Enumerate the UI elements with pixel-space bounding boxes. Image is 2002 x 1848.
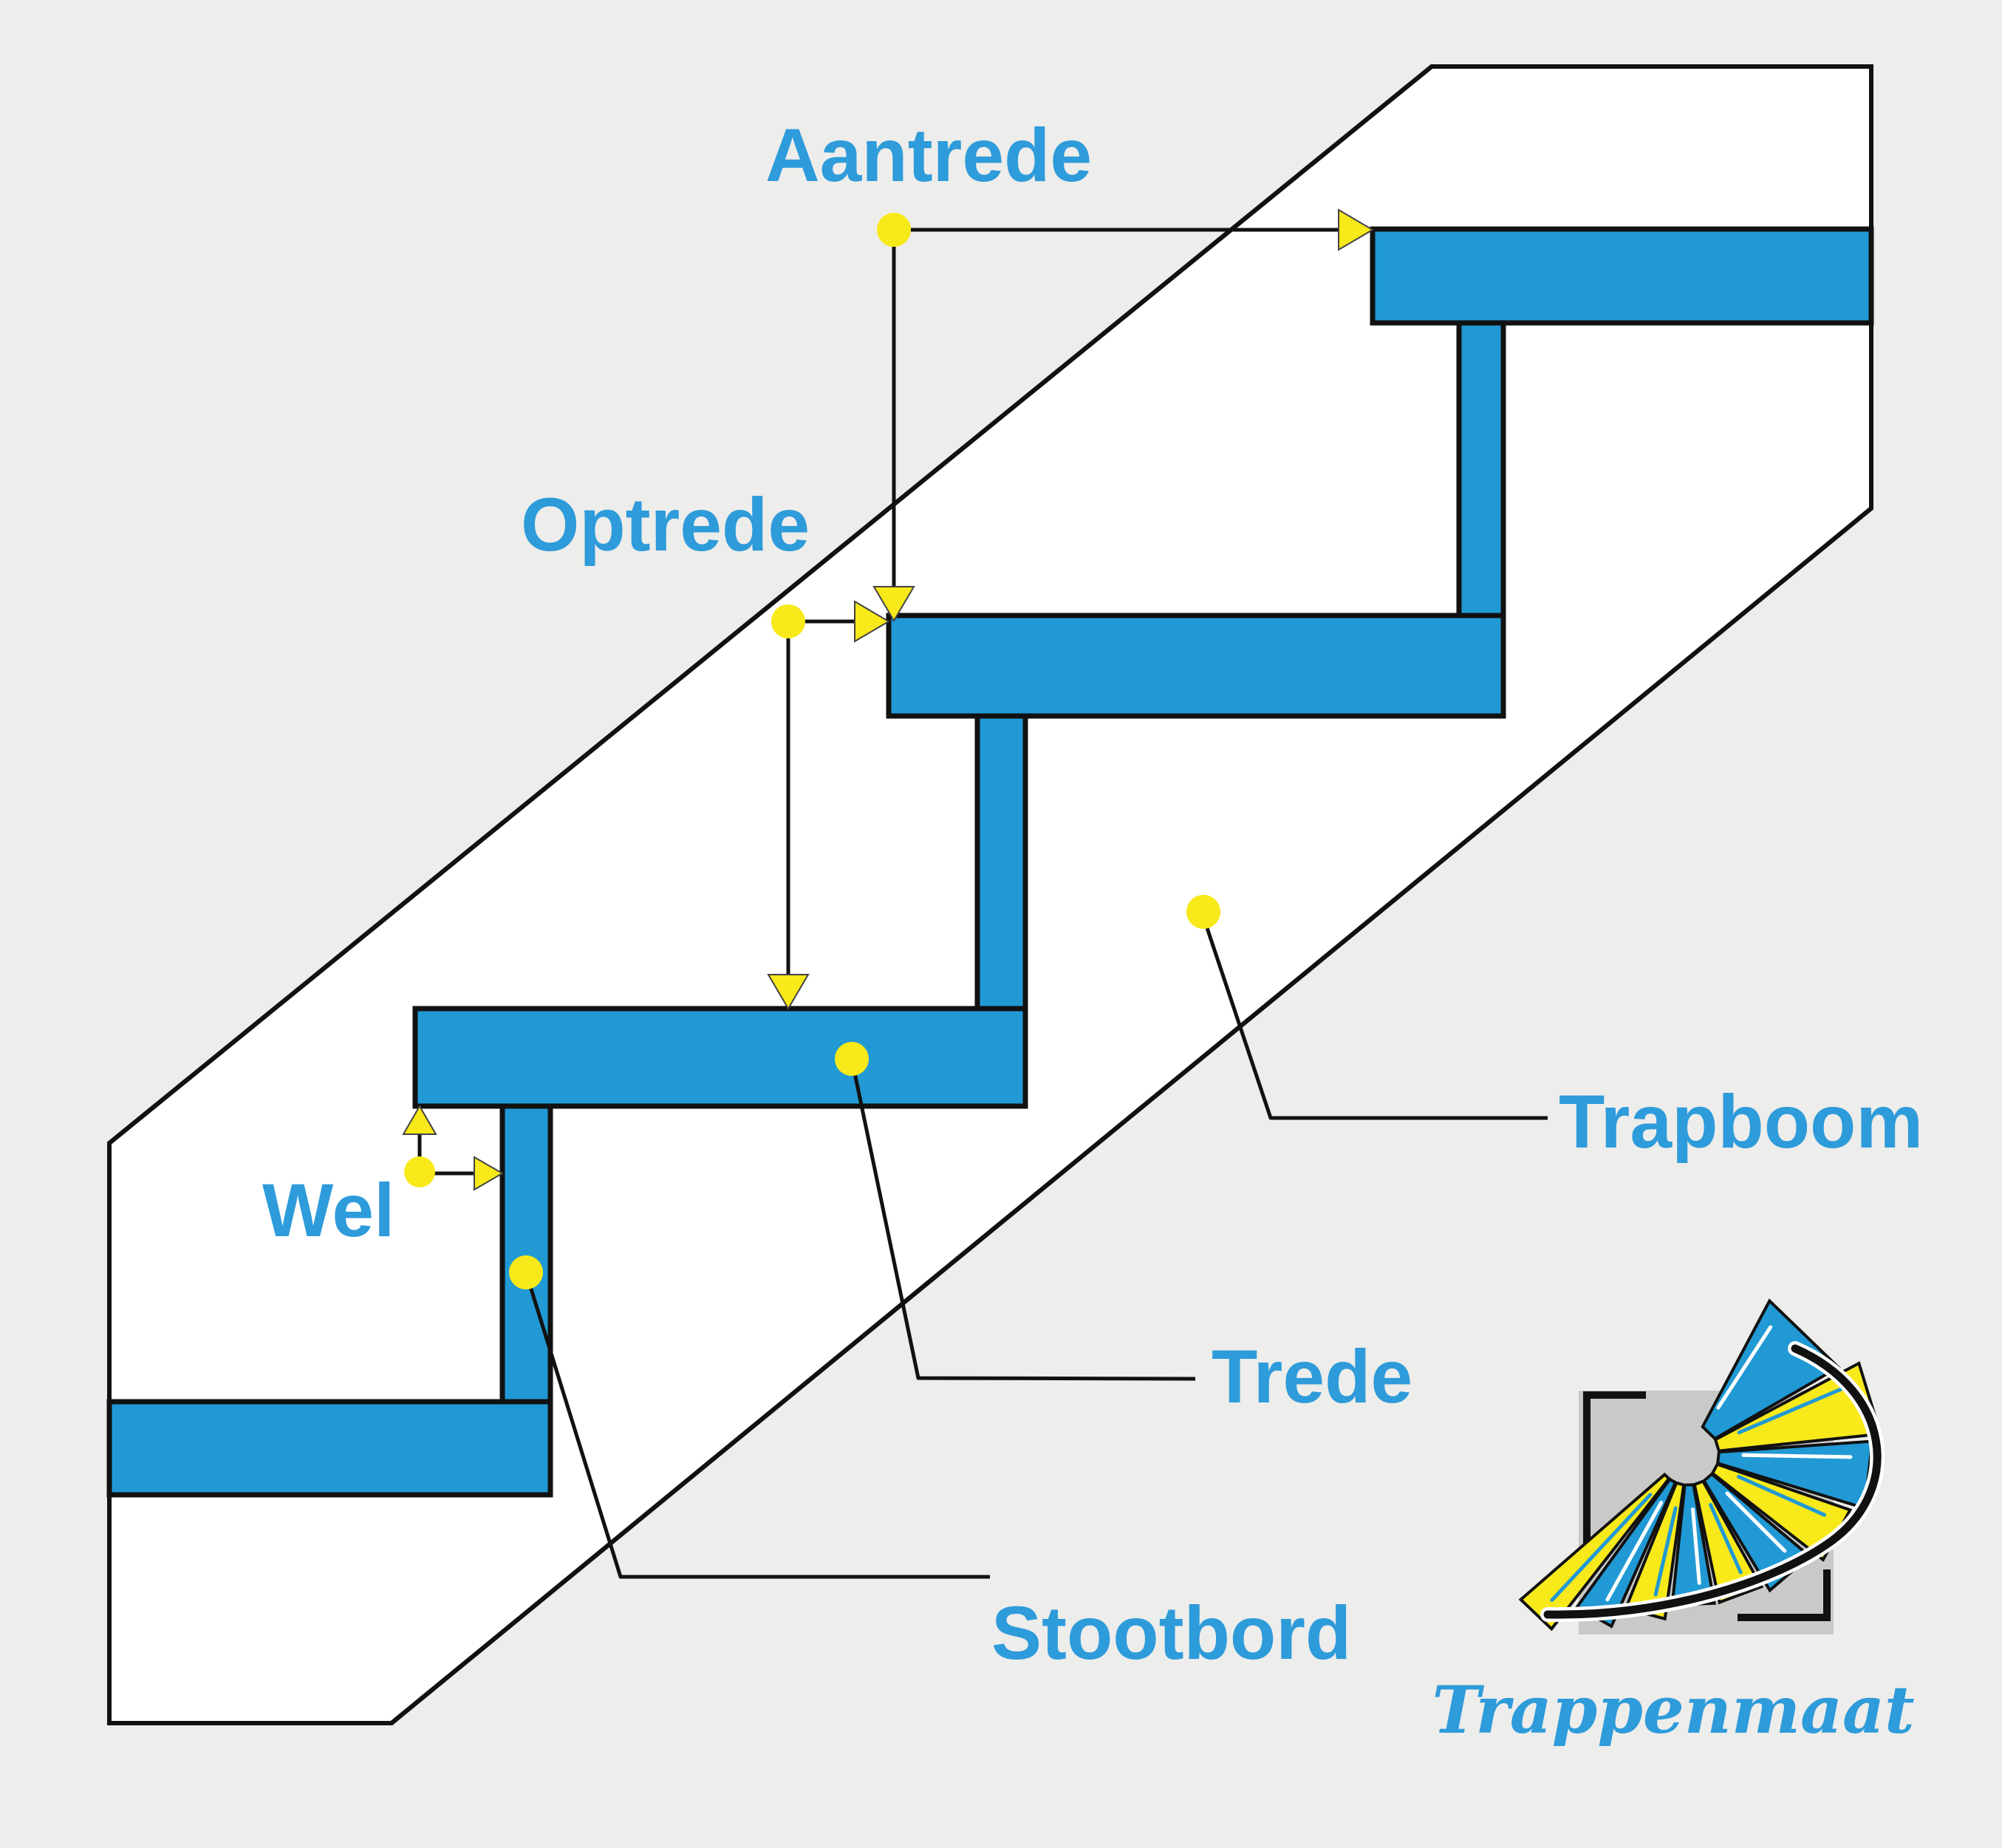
stootbord-dot (509, 1255, 543, 1289)
logo-step-wedge (1710, 1462, 1853, 1562)
logo-bracket-top-left-icon (1583, 1391, 1646, 1544)
trede-pointer-line (850, 1058, 1196, 1381)
logo-bracket-bottom-right-icon (1738, 1569, 1831, 1621)
logo-step-highlight (1737, 1475, 1827, 1517)
optrede-arrow-right (854, 600, 890, 643)
label-stootbord: Stootbord (991, 1591, 1351, 1675)
tread-2 (886, 613, 1506, 719)
label-trapboom: Trapboom (1559, 1080, 1923, 1164)
wel-arrow-up (402, 1105, 437, 1135)
wel-dot (404, 1156, 435, 1187)
tread-3 (412, 1006, 1028, 1109)
logo-step-highlight (1725, 1491, 1787, 1553)
aantrede-arrow-right (1338, 208, 1374, 251)
logo-step-highlight (1691, 1507, 1701, 1585)
aantrede-dot (877, 213, 911, 247)
logo-step-highlight (1716, 1325, 1773, 1410)
aantrede-arrow-down (872, 586, 915, 622)
trapboom-pointer-line (1201, 916, 1548, 1120)
logo-swoosh-icon-ink (1543, 1344, 1882, 1619)
logo-step-highlight (1653, 1506, 1678, 1597)
logo-step-highlight (1550, 1493, 1653, 1602)
wel-arrow-right (474, 1156, 504, 1191)
logo-stair-fan (1518, 1298, 1883, 1632)
logo-step-highlight (1737, 1385, 1848, 1435)
logo-step-highlight (1709, 1503, 1743, 1575)
logo-step-highlight (1605, 1501, 1664, 1602)
label-aantrede: Aantrede (765, 113, 1092, 197)
stringer-band-outline (107, 64, 1873, 1725)
label-wel: Wel (262, 1168, 395, 1252)
tread-1 (1370, 226, 1874, 326)
optrede-dot (771, 604, 805, 638)
label-trede: Trede (1212, 1334, 1412, 1419)
trapboom-dot (1186, 895, 1220, 929)
logo-step-highlight (1741, 1453, 1853, 1459)
logo-step-wedge (1575, 1477, 1678, 1629)
label-optrede: Optrede (521, 483, 810, 567)
logo-brand-text: Trappenmaat (1432, 1671, 1914, 1748)
trede-dot (835, 1042, 869, 1076)
optrede-arrow-down (767, 974, 810, 1010)
stootbord-pointer-line (524, 1272, 990, 1579)
tread-4 (106, 1399, 553, 1498)
logo: Trappenmaat (1432, 1298, 1915, 1748)
